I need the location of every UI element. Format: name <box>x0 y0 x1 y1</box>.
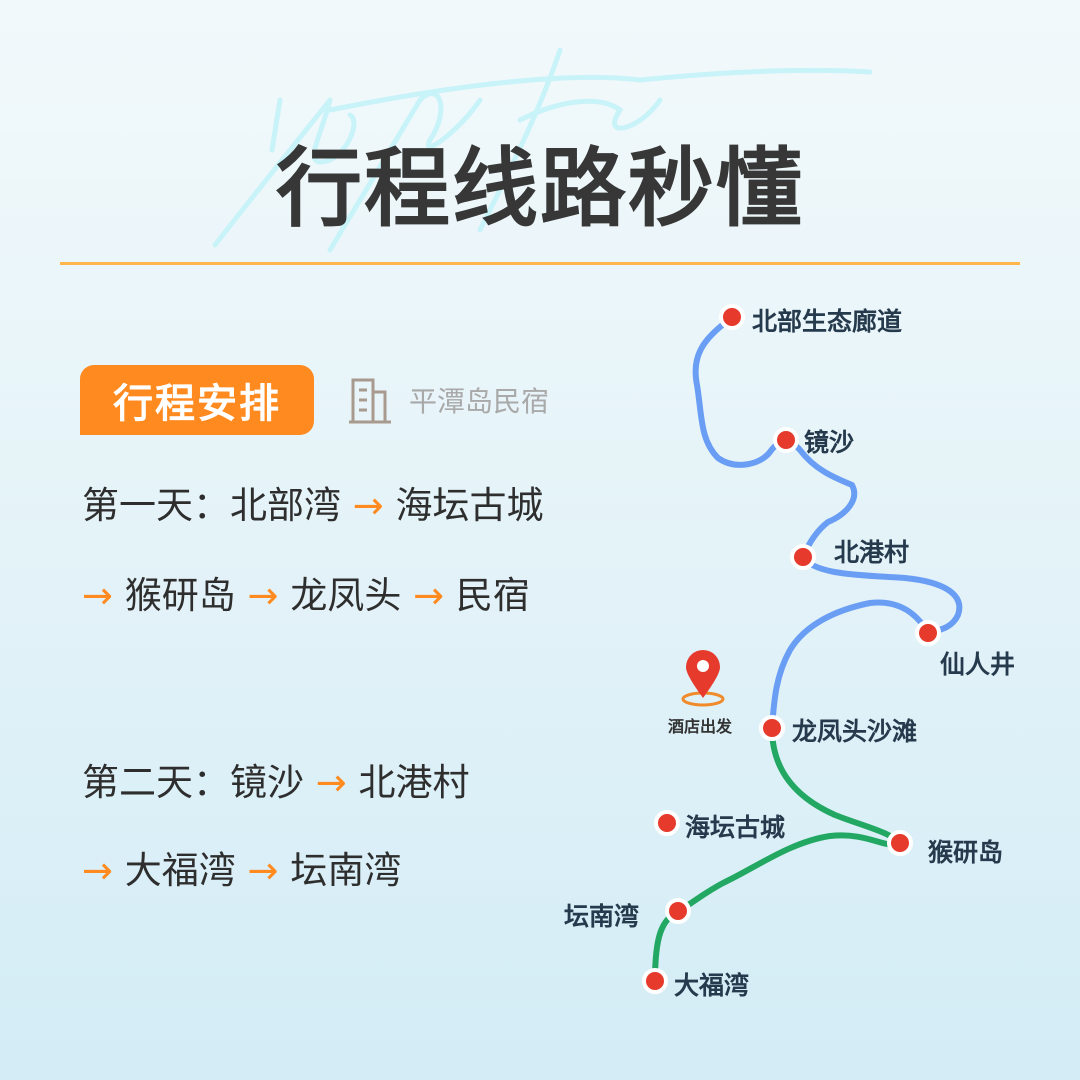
building-icon <box>349 378 391 424</box>
day1-line2: → 猴研岛 → 龙凤头 → 民宿 <box>82 565 530 619</box>
hotel-label: 平潭岛民宿 <box>409 385 550 418</box>
stop: 坛南湾 <box>290 849 402 892</box>
stop-marker <box>642 968 668 994</box>
map-label: 龙凤头沙滩 <box>792 717 918 746</box>
pingtan-watermark <box>212 47 873 253</box>
map-label: 大福湾 <box>674 971 750 1000</box>
stop: 海坛古城 <box>395 484 544 527</box>
day1-line1: 第一天：北部湾 → 海坛古城 <box>82 475 544 529</box>
hotel-tag: 平潭岛民宿 <box>345 374 549 426</box>
page-title: 行程线路秒懂 <box>276 139 804 239</box>
arrow-icon: → <box>247 849 279 892</box>
stop-marker <box>773 427 799 453</box>
map-label: 镜沙 <box>804 428 855 457</box>
arrow-icon: → <box>352 484 384 527</box>
map-label: 仙人井 <box>940 650 1016 679</box>
stop: 大福湾 <box>124 849 236 892</box>
stop: 龙凤头 <box>290 574 402 617</box>
arrow-icon: → <box>413 574 445 617</box>
map-label: 北港村 <box>834 538 910 567</box>
day2-route <box>692 314 963 731</box>
stop-marker <box>654 810 680 836</box>
stop: 镜沙 <box>230 761 304 804</box>
stop-marker <box>790 544 816 570</box>
stop: 民宿 <box>455 574 530 617</box>
stop-marker <box>915 620 941 646</box>
map-label: 猴研岛 <box>928 838 1004 867</box>
stop-marker <box>665 898 691 924</box>
day1-label: 第一天： <box>82 484 230 527</box>
day2-line2: → 大福湾 → 坛南湾 <box>82 840 401 894</box>
hotel-start-pin <box>681 650 725 707</box>
arrow-icon: → <box>315 761 347 804</box>
arrow-icon: → <box>247 574 279 617</box>
stop: 猴研岛 <box>124 574 236 617</box>
stop-marker <box>759 715 785 741</box>
stop: 北部湾 <box>230 484 341 527</box>
map-label: 北部生态廊道 <box>752 307 903 336</box>
stop-marker <box>887 830 913 856</box>
arrow-icon: → <box>82 574 114 617</box>
stop: 北港村 <box>358 761 470 804</box>
schedule-badge: 行程安排 <box>80 365 314 435</box>
map-label: 坛南湾 <box>564 902 640 931</box>
stop-marker <box>719 304 745 330</box>
map-label: 海坛古城 <box>685 813 786 842</box>
hotel-start-label: 酒店出发 <box>668 717 733 736</box>
day2-label: 第二天： <box>82 761 230 804</box>
arrow-icon: → <box>82 849 114 892</box>
day1-route <box>652 725 903 984</box>
day2-line1: 第二天：镜沙 → 北港村 <box>82 752 470 806</box>
divider <box>60 262 1020 265</box>
